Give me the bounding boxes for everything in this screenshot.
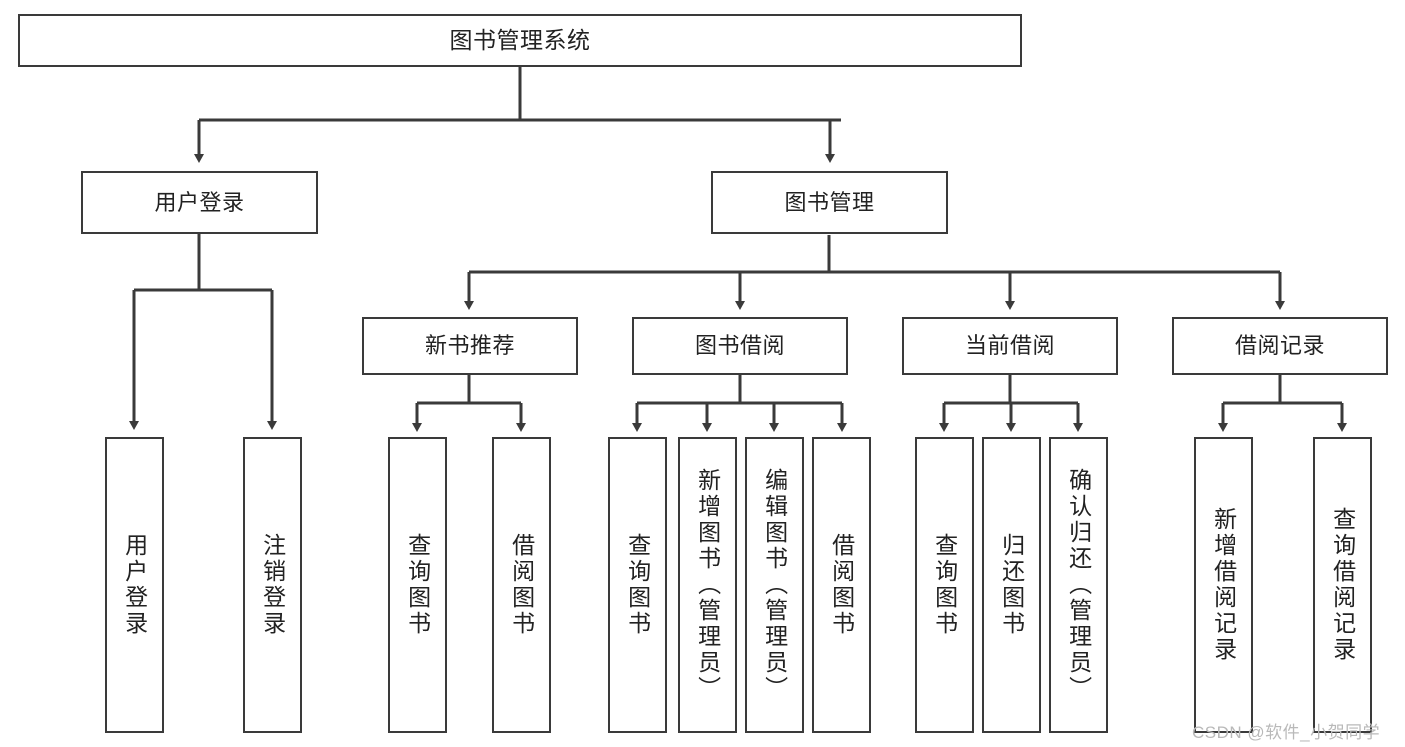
node-borrow-record[interactable]: 借阅记录: [1172, 317, 1388, 375]
node-leaf-confirm-return-label: 确认归还（管理员）: [1065, 468, 1092, 702]
node-leaf-add-book[interactable]: 新增图书（管理员）: [678, 437, 737, 733]
node-leaf-query-book-3[interactable]: 查询图书: [915, 437, 974, 733]
node-leaf-return-book[interactable]: 归还图书: [982, 437, 1041, 733]
node-book-manage[interactable]: 图书管理: [711, 171, 948, 234]
node-leaf-query-record[interactable]: 查询借阅记录: [1313, 437, 1372, 733]
node-borrow-record-label: 借阅记录: [1234, 333, 1325, 359]
node-book-manage-label: 图书管理: [784, 189, 875, 215]
node-leaf-add-record[interactable]: 新增借阅记录: [1194, 437, 1253, 733]
node-leaf-borrow-book-1-label: 借阅图书: [508, 533, 535, 637]
node-leaf-query-book-1-label: 查询图书: [404, 533, 431, 637]
node-leaf-query-book-2[interactable]: 查询图书: [608, 437, 667, 733]
node-new-book-rec[interactable]: 新书推荐: [362, 317, 578, 375]
node-leaf-query-book-1[interactable]: 查询图书: [388, 437, 447, 733]
node-leaf-user-login-label: 用户登录: [121, 533, 148, 637]
node-leaf-query-book-3-label: 查询图书: [931, 533, 958, 637]
node-leaf-add-record-label: 新增借阅记录: [1210, 507, 1237, 663]
node-leaf-user-login[interactable]: 用户登录: [105, 437, 164, 733]
node-leaf-query-book-2-label: 查询图书: [624, 533, 651, 637]
node-leaf-user-logout-label: 注销登录: [259, 533, 286, 637]
node-user-login[interactable]: 用户登录: [81, 171, 318, 234]
node-leaf-edit-book-label: 编辑图书（管理员）: [761, 468, 788, 702]
node-leaf-edit-book[interactable]: 编辑图书（管理员）: [745, 437, 804, 733]
node-current-borrow[interactable]: 当前借阅: [902, 317, 1118, 375]
node-root-label: 图书管理系统: [449, 26, 591, 53]
node-book-borrow[interactable]: 图书借阅: [632, 317, 848, 375]
node-leaf-borrow-book-2[interactable]: 借阅图书: [812, 437, 871, 733]
node-leaf-confirm-return[interactable]: 确认归还（管理员）: [1049, 437, 1108, 733]
node-root[interactable]: 图书管理系统: [18, 14, 1022, 67]
node-leaf-user-logout[interactable]: 注销登录: [243, 437, 302, 733]
node-current-borrow-label: 当前借阅: [964, 333, 1055, 359]
node-leaf-query-record-label: 查询借阅记录: [1329, 507, 1356, 663]
node-new-book-rec-label: 新书推荐: [424, 333, 515, 359]
node-user-login-label: 用户登录: [154, 189, 245, 215]
csdn-watermark: CSDN @软件_小贺同学: [1192, 723, 1381, 742]
node-leaf-borrow-book-2-label: 借阅图书: [828, 533, 855, 637]
node-book-borrow-label: 图书借阅: [694, 333, 785, 359]
node-leaf-borrow-book-1[interactable]: 借阅图书: [492, 437, 551, 733]
node-leaf-return-book-label: 归还图书: [998, 533, 1025, 637]
node-leaf-add-book-label: 新增图书（管理员）: [694, 468, 721, 702]
